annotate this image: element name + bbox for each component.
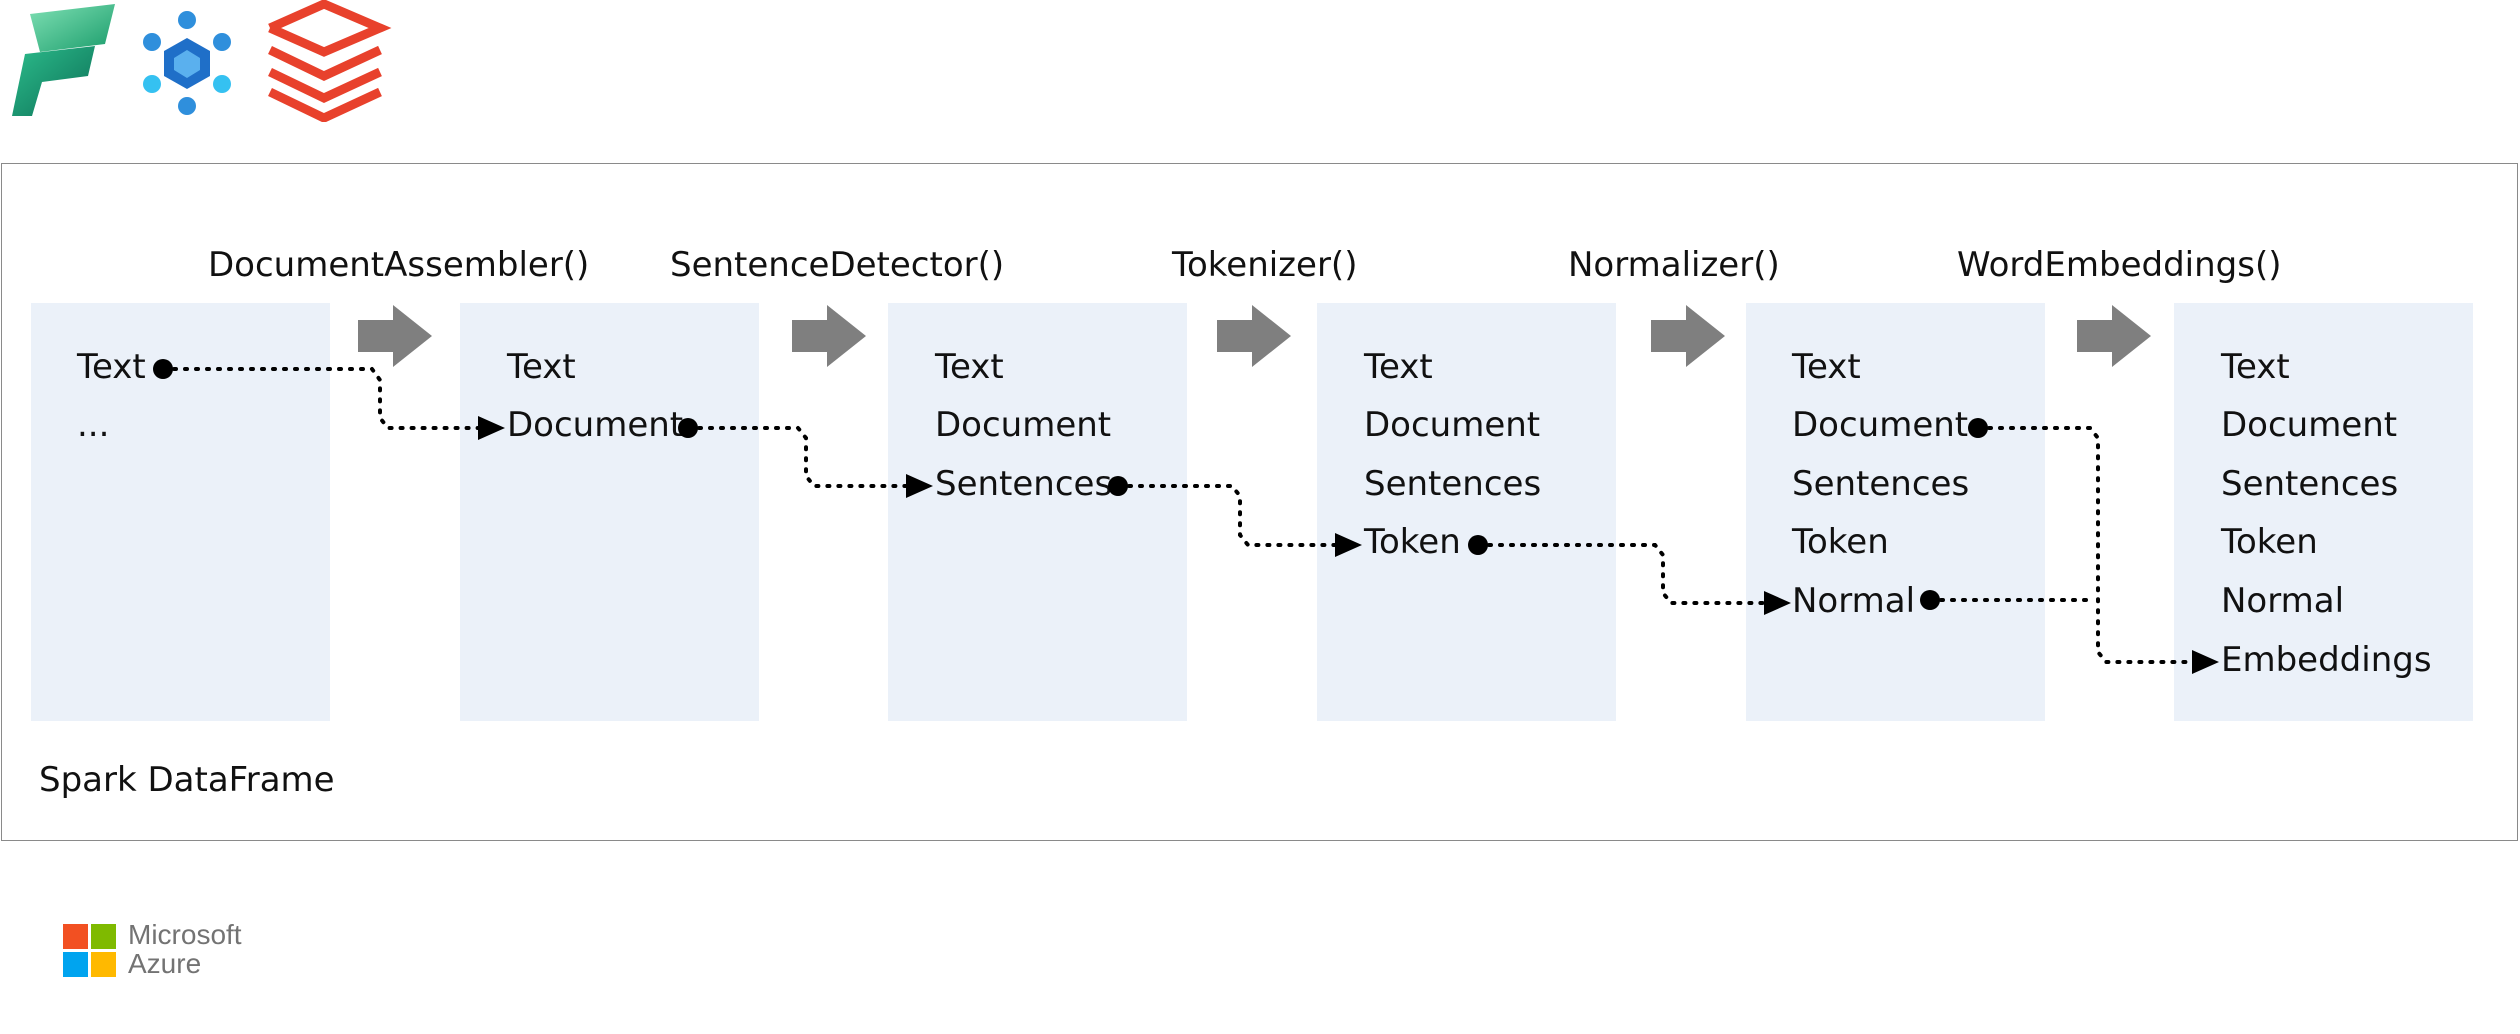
microsoft-azure-wordmark: Microsoft Azure (128, 920, 242, 979)
field-col3-token: Token (1364, 522, 1461, 562)
field-col2-sentences: Sentences (935, 464, 1113, 504)
field-col5-embeddings: Embeddings (2221, 640, 2432, 680)
connector-token-to-normal (1476, 543, 1766, 605)
target-arrow-token-icon (1335, 533, 1362, 557)
microsoft-logo-icon (63, 924, 116, 977)
field-col5-token: Token (2221, 522, 2318, 562)
field-col2-text: Text (935, 347, 1004, 387)
field-col0-text: Text (77, 347, 146, 387)
stage-title-word-embeddings: WordEmbeddings() (1957, 245, 2282, 285)
field-col1-document: Document (507, 405, 684, 445)
source-dot-sentences (1108, 476, 1128, 496)
target-arrow-sentences-icon (906, 474, 933, 498)
column-0 (31, 303, 330, 721)
field-col0-more: ... (77, 405, 110, 445)
field-col4-sentences: Sentences (1792, 464, 1970, 504)
azure-wordmark: Azure (128, 948, 202, 980)
stage-arrow-2-icon (792, 305, 866, 367)
column-1 (460, 303, 759, 721)
stage-arrow-3-icon (1217, 305, 1291, 367)
source-dot-document-normalized (1968, 418, 1988, 438)
databricks-logo-icon (268, 0, 392, 122)
dataframe-label: Spark DataFrame (39, 760, 335, 800)
stage-title-sentence-detector: SentenceDetector() (670, 245, 1005, 285)
field-col1-text: Text (507, 347, 576, 387)
column-2 (888, 303, 1187, 721)
stage-arrow-5-icon (2077, 305, 2151, 367)
dataframe-frame (1, 163, 2518, 841)
field-col3-text: Text (1364, 347, 1433, 387)
connector-sentences-to-token (1116, 484, 1337, 547)
column-4 (1746, 303, 2045, 721)
column-3 (1317, 303, 1616, 721)
source-dot-token (1468, 535, 1488, 555)
field-col3-sentences: Sentences (1364, 464, 1542, 504)
connector-document-to-sentences (686, 426, 908, 488)
target-arrow-normal-icon (1764, 591, 1791, 615)
stage-arrow-4-icon (1651, 305, 1725, 367)
field-col5-normal: Normal (2221, 581, 2345, 621)
field-col4-normal: Normal (1792, 581, 1916, 621)
connector-text-to-document (161, 367, 480, 430)
stage-title-tokenizer: Tokenizer() (1172, 245, 1358, 285)
field-col4-document: Document (1792, 405, 1969, 445)
field-col5-sentences: Sentences (2221, 464, 2399, 504)
field-col4-token: Token (1792, 522, 1889, 562)
stage-title-document-assembler: DocumentAssembler() (208, 245, 590, 285)
column-5 (2174, 303, 2473, 721)
source-dot-normal (1920, 590, 1940, 610)
stage-arrow-1-icon (358, 305, 432, 367)
connector-document-to-embeddings (1976, 426, 2194, 664)
target-arrow-embeddings-icon (2192, 650, 2219, 674)
microsoft-wordmark: Microsoft (128, 919, 242, 950)
field-col5-text: Text (2221, 347, 2290, 387)
field-col3-document: Document (1364, 405, 1541, 445)
source-dot-text (153, 359, 173, 379)
source-dot-document (678, 418, 698, 438)
field-col5-document: Document (2221, 405, 2398, 445)
field-col4-text: Text (1792, 347, 1861, 387)
fabric-logo-icon (12, 4, 115, 116)
stage-title-normalizer: Normalizer() (1568, 245, 1780, 285)
target-arrow-document-icon (478, 416, 505, 440)
field-col2-document: Document (935, 405, 1112, 445)
synapse-logo-icon (143, 11, 231, 115)
